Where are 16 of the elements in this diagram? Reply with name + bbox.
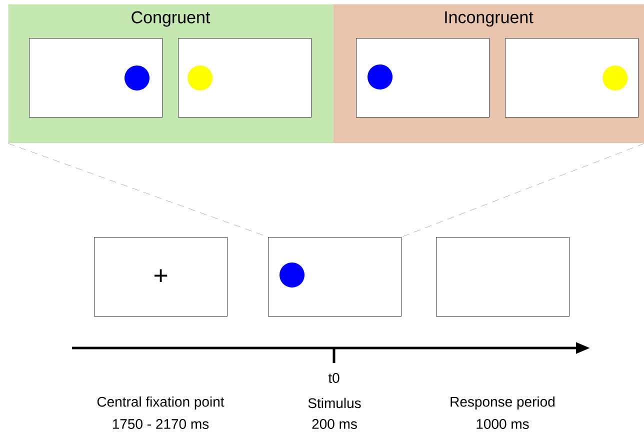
tick-label: t0 [328, 373, 340, 383]
duration-label: 1000 ms [476, 419, 529, 429]
duration-label: Central fixation point [97, 396, 224, 410]
screen-box [178, 38, 312, 118]
duration-label: Response period [450, 396, 554, 410]
zoom-line [401, 143, 644, 238]
screen-box [505, 38, 639, 118]
duration-label: Stimulus [308, 398, 361, 408]
zoom-line [8, 143, 268, 238]
screen-box [268, 236, 402, 317]
screen-box [29, 38, 163, 118]
screen-box [356, 38, 490, 118]
screen-box: + [94, 236, 228, 317]
duration-label: 200 ms [312, 419, 357, 429]
duration-label: 1750 - 2170 ms [112, 419, 209, 429]
screen-box [436, 236, 570, 317]
